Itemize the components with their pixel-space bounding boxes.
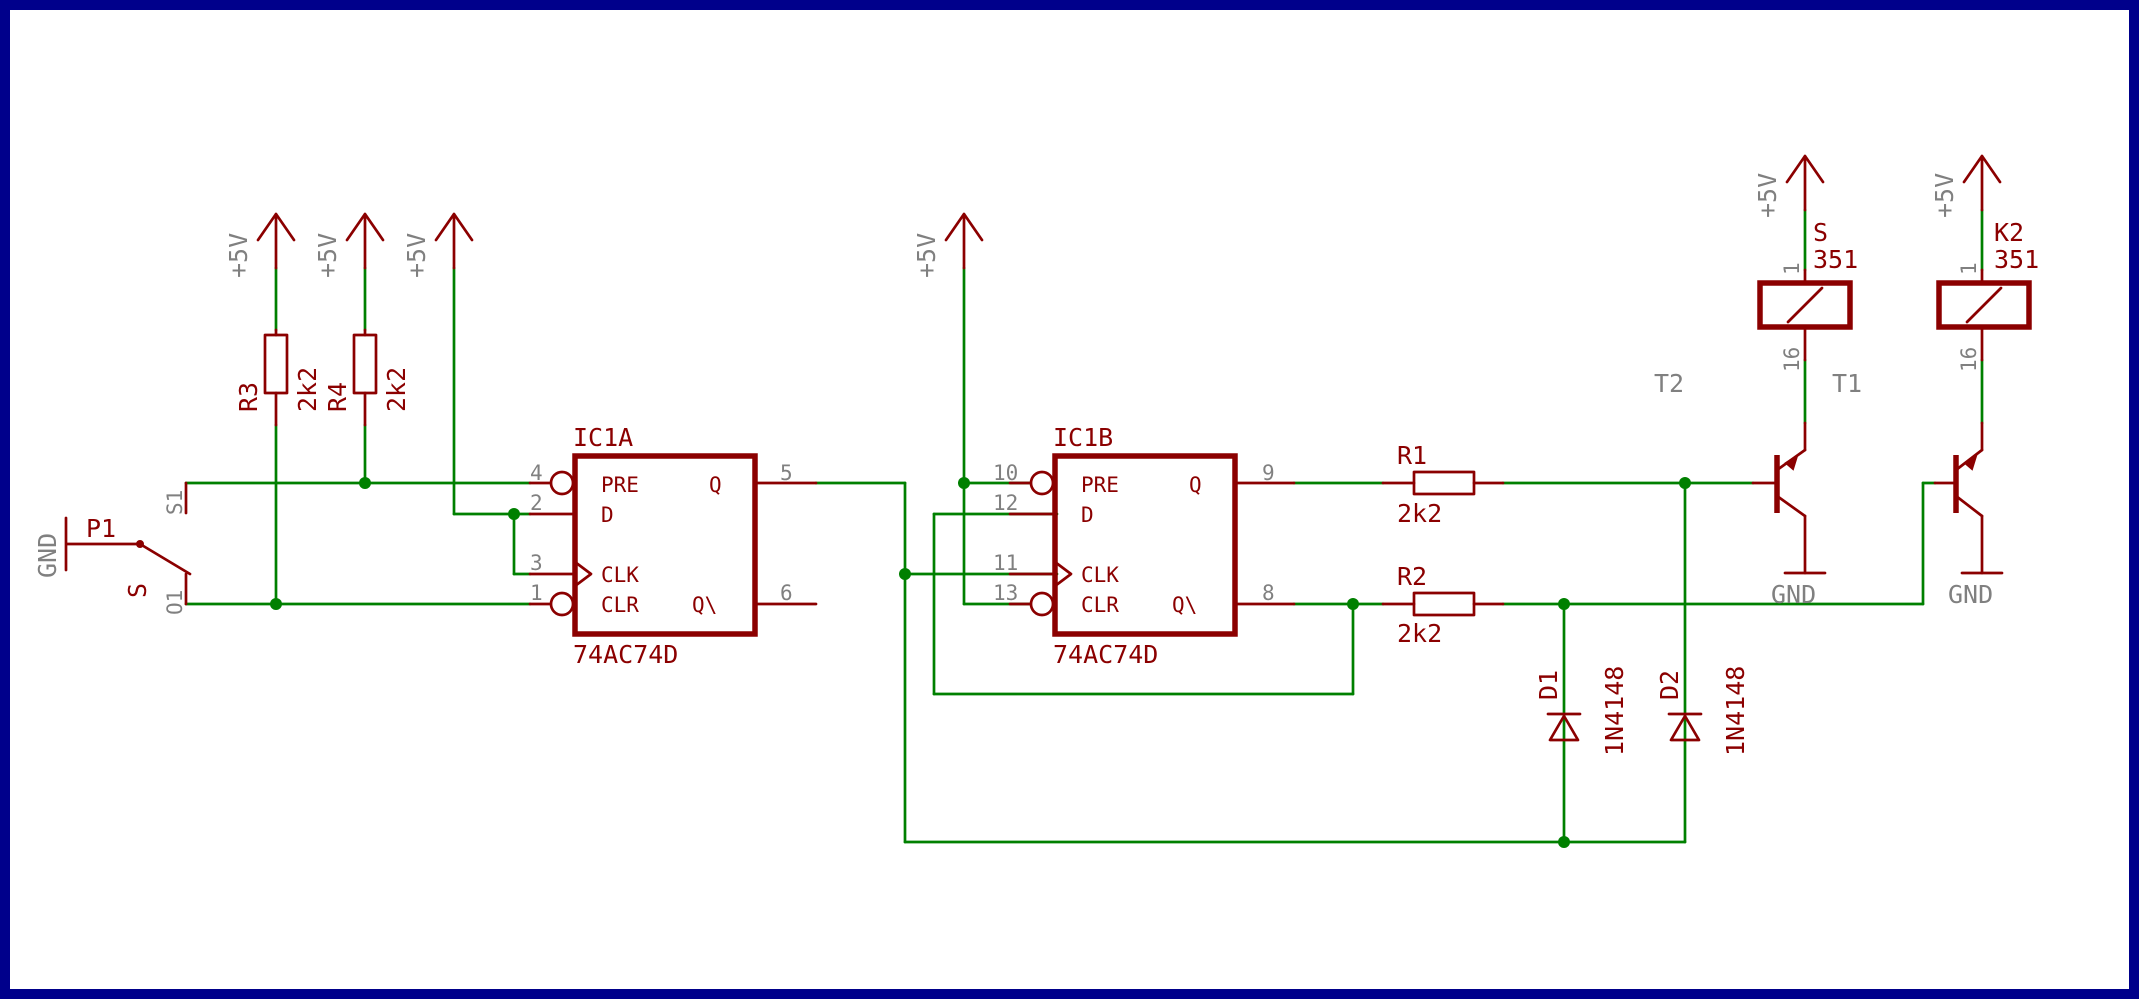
pin-number-pre: 4 (530, 461, 543, 485)
transistor-name: T1 (1832, 369, 1862, 398)
switch-pin-s1: S1 (163, 490, 187, 515)
transistor-t1: GND T1 (1832, 369, 2004, 609)
relay-name: S (1813, 218, 1828, 247)
resistor-name: R3 (234, 382, 263, 412)
resistor-value: 2k2 (1397, 499, 1442, 528)
relay-pin-bottom: 16 (1957, 347, 1981, 372)
relay-k2: K2 351 1 16 (1936, 218, 2039, 372)
junctions (270, 477, 1691, 848)
pin-label-qn: Q\ (1172, 593, 1197, 617)
pin-label-qn: Q\ (692, 593, 717, 617)
relay-name: K2 (1994, 218, 2024, 247)
supply-label: +5V (912, 233, 941, 278)
pin-number-pre: 10 (993, 461, 1018, 485)
supply-label: +5V (1930, 173, 1959, 218)
pin-label-pre: PRE (601, 473, 639, 497)
switch-p1: GND P1 S S1 O1 (33, 481, 192, 615)
ic-value: 74AC74D (1053, 640, 1158, 669)
relay-value: 351 (1813, 245, 1858, 274)
pin-number-clk: 11 (993, 551, 1018, 575)
switch-pin-o1: O1 (163, 590, 187, 615)
switch-name: P1 (86, 514, 116, 543)
junction-dot (1679, 477, 1691, 489)
resistor-r4: R4 2k2 (323, 328, 411, 427)
transistor-gnd-label: GND (1948, 580, 1993, 609)
transistor-gnd-label: GND (1771, 580, 1816, 609)
resistor-r3: R3 2k2 (234, 328, 322, 427)
diode-d2: D2 1N4148 (1655, 666, 1750, 756)
pin-number-qn: 8 (1262, 581, 1275, 605)
diode-name: D1 (1534, 670, 1563, 700)
resistor-r2: R2 2k2 (1381, 562, 1505, 648)
transistor-name: T2 (1654, 369, 1684, 398)
pin-label-q: Q (709, 473, 722, 497)
relay-s: S 351 1 16 (1757, 218, 1858, 372)
transistor-t2: GND T2 (1654, 369, 1827, 609)
supply-5v-relay-s: +5V (1753, 154, 1825, 218)
pin-label-q: Q (1189, 473, 1202, 497)
resistor-value: 2k2 (382, 367, 411, 412)
pin-label-clk: CLK (601, 563, 639, 587)
supply-5v-ic1b: +5V (912, 212, 984, 278)
pin-label-clr: CLR (1081, 593, 1119, 617)
relay-pin-bottom: 16 (1780, 347, 1804, 372)
resistor-value: 2k2 (293, 367, 322, 412)
supply-label: +5V (224, 233, 253, 278)
junction-dot (958, 477, 970, 489)
ic-name: IC1B (1053, 423, 1113, 452)
wires (184, 208, 1984, 844)
pin-number-clk: 3 (530, 551, 543, 575)
diode-value: 1N4148 (1600, 666, 1629, 756)
supply-5v-relay-k2: +5V (1930, 154, 2002, 218)
pin-label-clr: CLR (601, 593, 639, 617)
resistor-r1: R1 2k2 (1381, 441, 1505, 528)
pin-number-q: 5 (780, 461, 793, 485)
junction-dot (270, 598, 282, 610)
resistor-name: R1 (1397, 441, 1427, 470)
junction-dot (508, 508, 520, 520)
pin-label-d: D (1081, 503, 1094, 527)
pin-label-d: D (601, 503, 614, 527)
junction-dot (1558, 598, 1570, 610)
ic-name: IC1A (573, 423, 633, 452)
resistor-name: R4 (323, 382, 352, 412)
resistor-value: 2k2 (1397, 619, 1442, 648)
junction-dot (899, 568, 911, 580)
pin-number-qn: 6 (780, 581, 793, 605)
resistor-name: R2 (1397, 562, 1427, 591)
pin-label-clk: CLK (1081, 563, 1119, 587)
supply-5v-ic1a-d: +5V (402, 212, 474, 278)
pin-number-q: 9 (1262, 461, 1275, 485)
pin-number-d: 2 (530, 491, 543, 515)
pin-number-clr: 13 (993, 581, 1018, 605)
ic1a-flipflop: IC1A 74AC74D PRE D CLK CLR Q Q\ 4 2 3 1 … (528, 423, 818, 669)
diode-value: 1N4148 (1721, 666, 1750, 756)
supply-label: +5V (402, 233, 431, 278)
supply-label: +5V (1753, 173, 1782, 218)
pin-number-d: 12 (993, 491, 1018, 515)
junction-dot (359, 477, 371, 489)
switch-gnd-label: GND (33, 533, 62, 578)
supply-5v-r3: +5V (224, 212, 296, 278)
pin-label-pre: PRE (1081, 473, 1119, 497)
pin-number-clr: 1 (530, 581, 543, 605)
ic-value: 74AC74D (573, 640, 678, 669)
supply-5v-r4: +5V (313, 212, 385, 278)
relay-value: 351 (1994, 245, 2039, 274)
junction-dot (1347, 598, 1359, 610)
relay-pin-top: 1 (1780, 262, 1804, 275)
relay-pin-top: 1 (1957, 262, 1981, 275)
supply-label: +5V (313, 233, 342, 278)
switch-value: S (123, 583, 152, 598)
diode-name: D2 (1655, 670, 1684, 700)
ic1b-flipflop: IC1B 74AC74D PRE D CLK CLR Q Q\ 10 12 11… (993, 423, 1296, 669)
junction-dot (1558, 836, 1570, 848)
diode-d1: D1 1N4148 (1534, 666, 1629, 756)
